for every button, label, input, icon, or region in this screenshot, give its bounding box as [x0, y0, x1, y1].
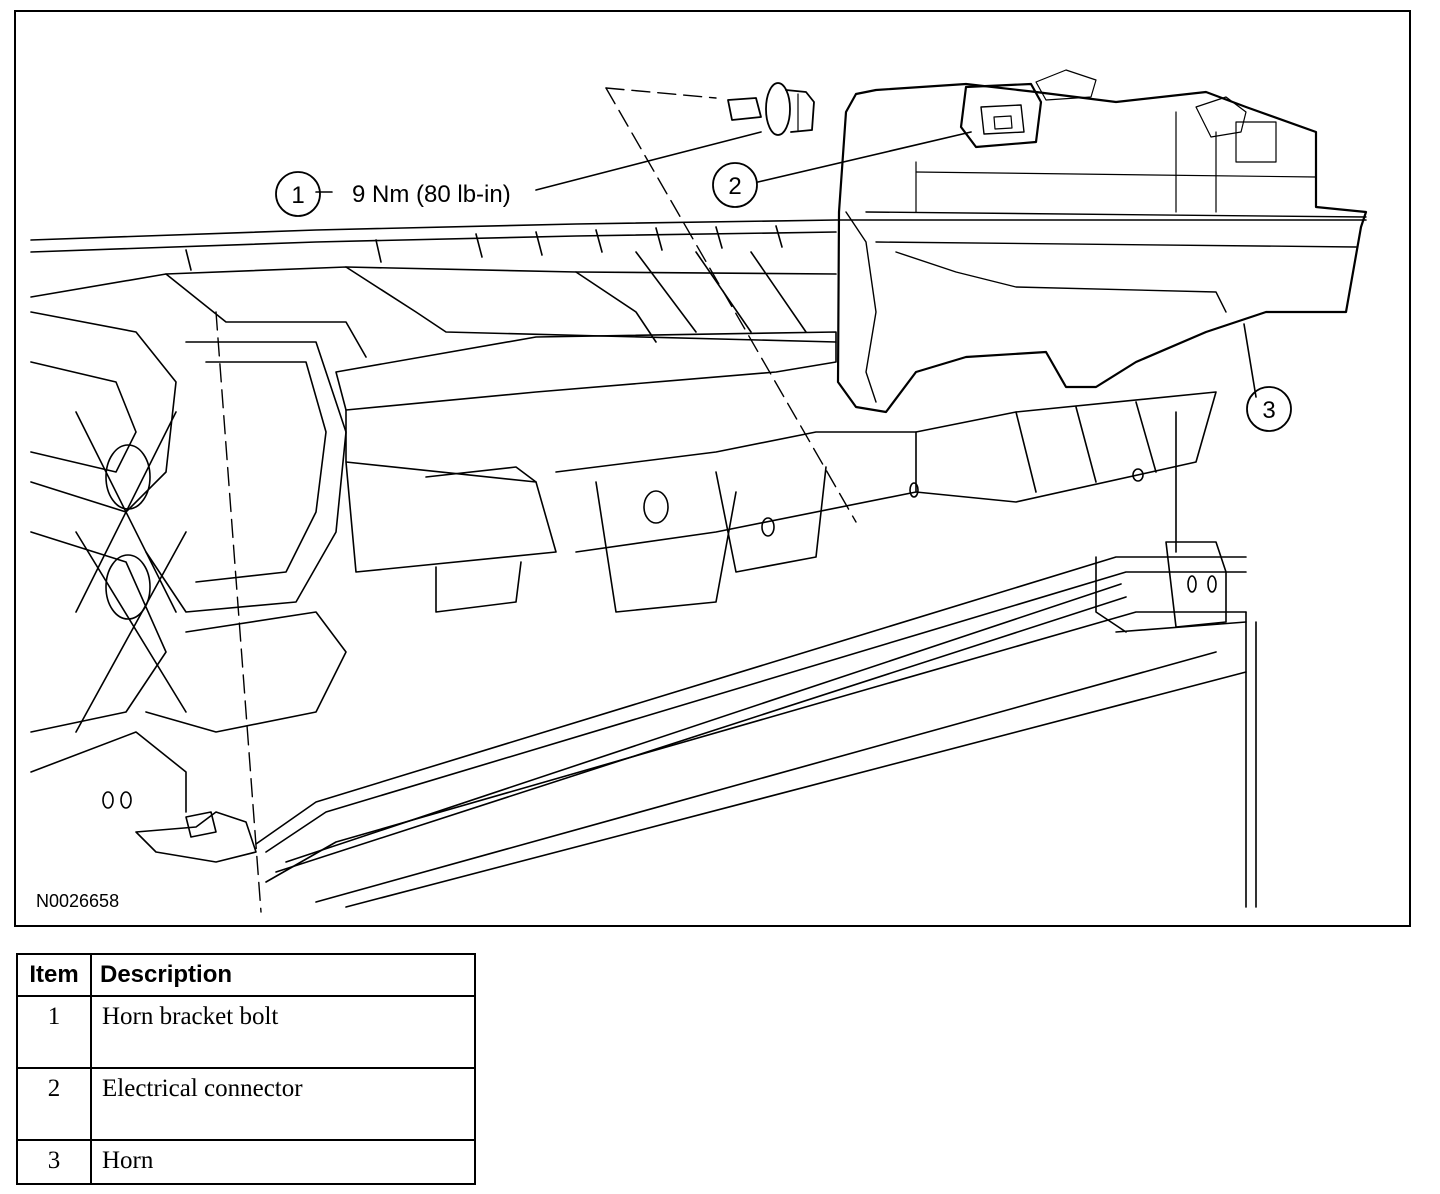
horn-mount-bracket	[335, 331, 1217, 613]
alignment-lines	[215, 87, 857, 913]
radiator-support-upper	[30, 219, 1367, 358]
legend-row: 1 Horn bracket bolt	[16, 995, 476, 1069]
radiator-core	[135, 541, 1257, 908]
electrical-connector	[959, 82, 1043, 149]
figure-id: N0026658	[36, 891, 119, 911]
torque-specification: 9 Nm (80 lb-in)	[352, 181, 511, 208]
leader-lines	[315, 131, 1257, 398]
horn-assembly	[836, 69, 1368, 414]
diagram-figure: 1 2 3 9 Nm (80 lb-in) N0026658	[14, 10, 1411, 927]
legend-header-description: Description	[90, 953, 476, 997]
legend-table: Item Description 1 Horn bracket bolt 2 E…	[16, 953, 476, 1185]
callout-1: 1	[275, 171, 321, 217]
callout-3: 3	[1246, 386, 1292, 432]
legend-row-item: 2	[16, 1067, 92, 1141]
callout-2-number: 2	[728, 173, 741, 200]
legend-row: 3 Horn	[16, 1139, 476, 1185]
callout-3-number: 3	[1262, 397, 1275, 424]
legend-row-description: Horn	[90, 1139, 476, 1185]
line-drawing: 1 2 3 9 Nm (80 lb-in) N0026658	[30, 69, 1368, 913]
legend-row-item: 1	[16, 995, 92, 1069]
legend-row-item: 3	[16, 1139, 92, 1185]
legend-header-row: Item Description	[16, 953, 476, 997]
legend-row-description: Horn bracket bolt	[90, 995, 476, 1069]
legend-row-description: Electrical connector	[90, 1067, 476, 1141]
horn-bracket-bolt	[727, 82, 815, 136]
legend-row: 2 Electrical connector	[16, 1067, 476, 1141]
legend-header-item: Item	[16, 953, 92, 997]
grille-honeycomb	[30, 311, 347, 813]
callout-1-number: 1	[291, 182, 304, 209]
callout-2: 2	[712, 162, 758, 208]
